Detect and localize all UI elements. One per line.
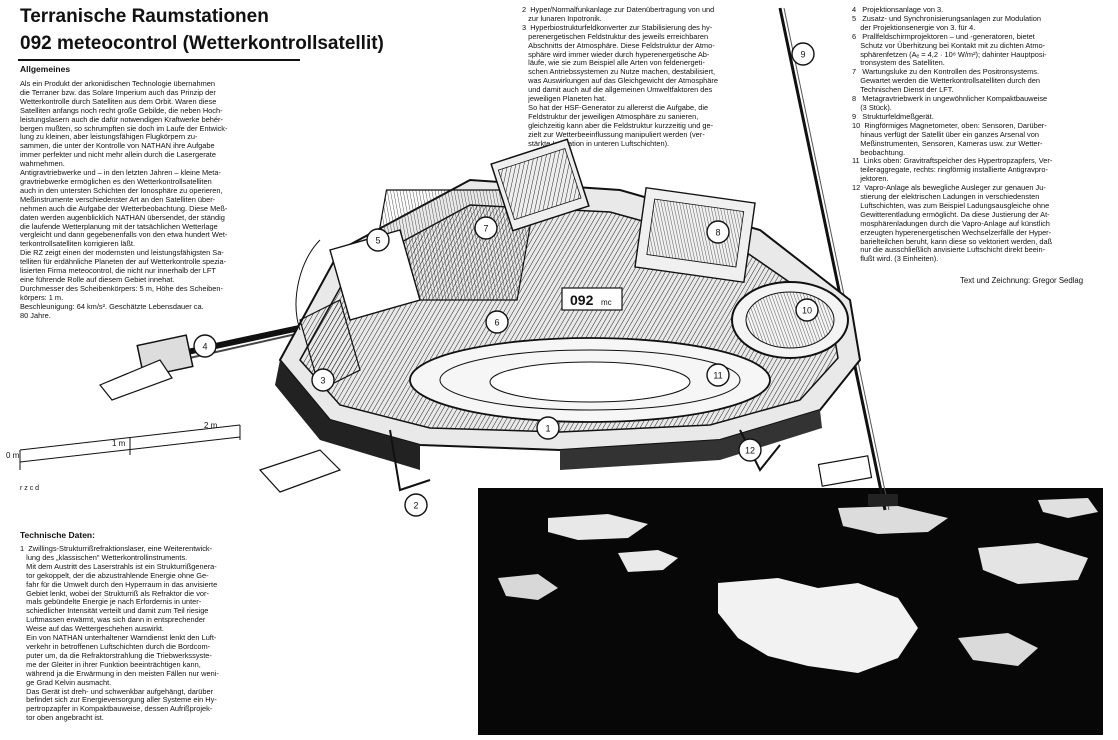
hull-marking-suffix: mc	[601, 298, 612, 307]
satellite-body: 092 mc	[258, 138, 873, 493]
callout-3: 3	[311, 368, 335, 392]
callout-1: 1	[536, 416, 560, 440]
credit-line: Text und Zeichnung: Gregor Sedlag	[960, 276, 1084, 285]
callout-10: 10	[795, 298, 819, 322]
callout-label: 11	[713, 371, 722, 381]
scale-grid-code: r z c d	[20, 485, 39, 492]
tech-text-item-1: 1 Zwillings-Strukturrißrefraktionslaser,…	[20, 544, 219, 723]
tech-text-items-2-3: 2 Hyper/Normalfunkanlage zur Datenübertr…	[522, 5, 718, 148]
title-rule	[18, 59, 300, 61]
callout-label: 12	[745, 446, 755, 456]
callout-4: 4	[193, 334, 217, 358]
callout-label: 3	[320, 376, 325, 386]
scale-bar: 2 m 1 m 0 m r z c d	[6, 421, 241, 492]
section-heading-general: Allgemeines	[20, 64, 71, 74]
earth-surface-image	[478, 488, 1103, 735]
hull-marking-number: 092	[570, 292, 594, 308]
callout-5: 5	[366, 228, 390, 252]
callout-label: 6	[494, 318, 499, 328]
scale-label-1m: 1 m	[112, 439, 126, 448]
callout-8: 8	[706, 220, 730, 244]
callout-label: 5	[375, 236, 380, 246]
callout-11: 11	[706, 363, 730, 387]
callout-7: 7	[474, 216, 498, 240]
tech-text-items-4-12: 4 Projektionsanlage von 3. 5 Zusatz- und…	[852, 5, 1053, 264]
callout-6: 6	[485, 310, 509, 334]
callout-label: 10	[802, 306, 812, 316]
callout-label: 1	[545, 424, 550, 434]
callout-label: 8	[715, 228, 720, 238]
general-text: Als ein Produkt der arkonidischen Techno…	[20, 79, 228, 320]
callout-label: 9	[800, 50, 805, 60]
callout-label: 4	[202, 342, 207, 352]
antenna-mast	[778, 7, 898, 511]
scale-label-2m: 2 m	[204, 421, 218, 430]
callout-2: 2	[404, 493, 428, 517]
callout-label: 7	[483, 224, 488, 234]
page-title: Terranische Raumstationen	[20, 6, 269, 27]
callout-9: 9	[791, 42, 815, 66]
scale-label-0m: 0 m	[6, 451, 20, 460]
callout-label: 2	[413, 501, 418, 511]
section-heading-tech: Technische Daten:	[20, 530, 95, 540]
hull-marking-plate	[561, 287, 623, 311]
earth-clouds	[498, 498, 1098, 673]
page-subtitle: 092 meteocontrol (Wetterkontrollsatellit…	[20, 33, 384, 54]
callout-12: 12	[738, 438, 762, 462]
